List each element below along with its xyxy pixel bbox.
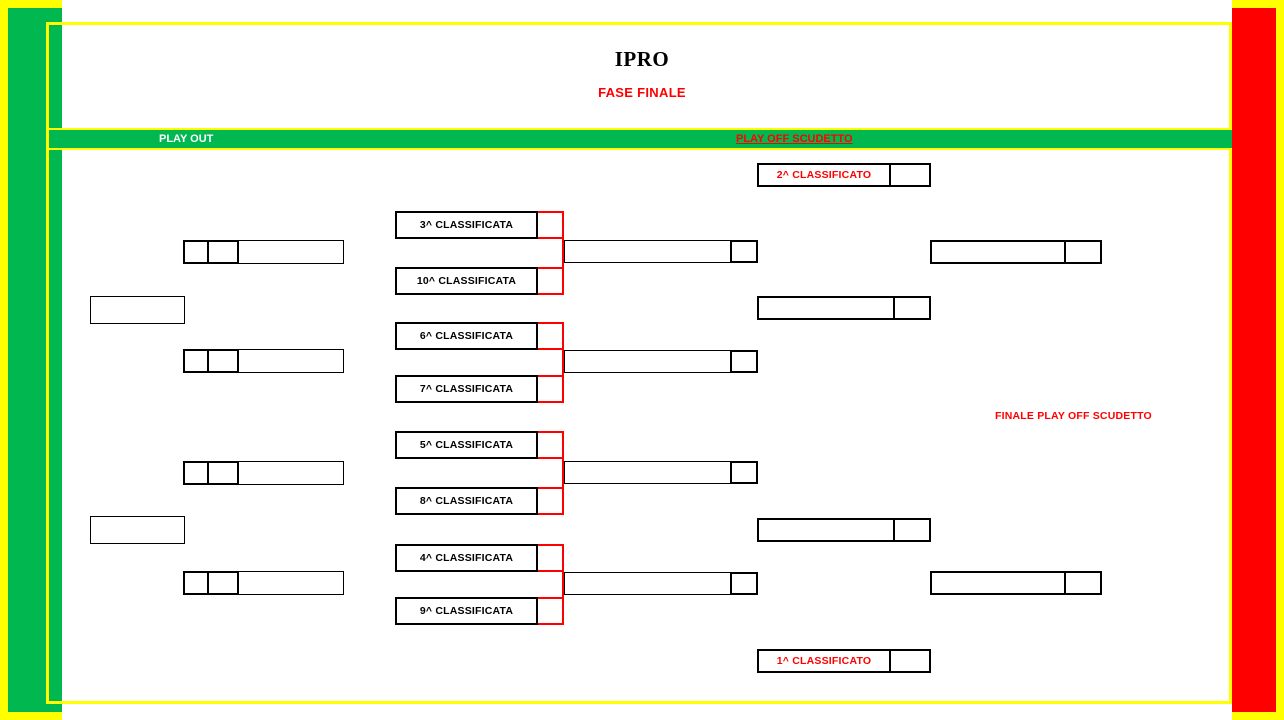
seed-label: 5^ CLASSIFICATA bbox=[395, 431, 538, 459]
playout-cell-a[interactable] bbox=[183, 571, 207, 595]
semifinal-team[interactable] bbox=[757, 518, 893, 542]
bracket-connector-red bbox=[562, 459, 564, 487]
quarter-result-team[interactable] bbox=[564, 461, 730, 484]
seed-row-4[interactable]: 7^ CLASSIFICATA bbox=[395, 375, 564, 403]
quarter-result-team[interactable] bbox=[564, 350, 730, 373]
first-place-box[interactable]: 1^ CLASSIFICATO bbox=[757, 649, 931, 673]
playout-team[interactable] bbox=[239, 349, 344, 373]
seed-score[interactable] bbox=[538, 431, 564, 459]
final-team[interactable] bbox=[930, 240, 1064, 264]
quarter-result-score[interactable] bbox=[730, 461, 758, 484]
playout-match-3[interactable] bbox=[183, 461, 344, 485]
playout-match-4[interactable] bbox=[183, 571, 344, 595]
semifinal-score[interactable] bbox=[893, 296, 931, 320]
finale-playoff-label: FINALE PLAY OFF SCUDETTO bbox=[995, 410, 1152, 422]
inner-yellow-border bbox=[46, 22, 1232, 704]
quarter-result-team[interactable] bbox=[564, 240, 730, 263]
quarter-result-2[interactable] bbox=[564, 350, 758, 373]
seed-row-3[interactable]: 6^ CLASSIFICATA bbox=[395, 322, 564, 350]
bracket-connector-red bbox=[562, 572, 564, 597]
seed-row-5[interactable]: 5^ CLASSIFICATA bbox=[395, 431, 564, 459]
second-place-box[interactable]: 2^ CLASSIFICATO bbox=[757, 163, 931, 187]
seed-label: 4^ CLASSIFICATA bbox=[395, 544, 538, 572]
playout-match-1[interactable] bbox=[183, 240, 344, 264]
playout-team[interactable] bbox=[239, 461, 344, 485]
second-place-label: 2^ CLASSIFICATO bbox=[757, 163, 889, 187]
final-result-1[interactable] bbox=[930, 240, 1102, 264]
playout-cell-b[interactable] bbox=[207, 571, 239, 595]
playout-standalone-1[interactable] bbox=[90, 296, 185, 324]
semifinal-score[interactable] bbox=[893, 518, 931, 542]
playout-cell-a[interactable] bbox=[183, 461, 207, 485]
playout-team[interactable] bbox=[239, 571, 344, 595]
playout-cell-b[interactable] bbox=[207, 461, 239, 485]
first-place-label: 1^ CLASSIFICATO bbox=[757, 649, 889, 673]
quarter-result-score[interactable] bbox=[730, 350, 758, 373]
quarter-result-score[interactable] bbox=[730, 572, 758, 595]
seed-label: 9^ CLASSIFICATA bbox=[395, 597, 538, 625]
section-bar: PLAY OUT PLAY OFF SCUDETTO bbox=[49, 128, 1232, 150]
first-place-score[interactable] bbox=[889, 649, 931, 673]
playout-cell-a[interactable] bbox=[183, 240, 207, 264]
playout-team[interactable] bbox=[239, 240, 344, 264]
bracket-connector-red bbox=[562, 350, 564, 375]
flag-green-band bbox=[8, 8, 62, 712]
seed-score[interactable] bbox=[538, 375, 564, 403]
final-team[interactable] bbox=[930, 571, 1064, 595]
seed-score[interactable] bbox=[538, 544, 564, 572]
final-score[interactable] bbox=[1064, 571, 1102, 595]
quarter-result-3[interactable] bbox=[564, 461, 758, 484]
seed-label: 3^ CLASSIFICATA bbox=[395, 211, 538, 239]
seed-row-6[interactable]: 8^ CLASSIFICATA bbox=[395, 487, 564, 515]
seed-score[interactable] bbox=[538, 211, 564, 239]
final-result-2[interactable] bbox=[930, 571, 1102, 595]
bracket-connector-red bbox=[562, 239, 564, 267]
seed-score[interactable] bbox=[538, 322, 564, 350]
seed-label: 10^ CLASSIFICATA bbox=[395, 267, 538, 295]
seed-label: 7^ CLASSIFICATA bbox=[395, 375, 538, 403]
quarter-result-score[interactable] bbox=[730, 240, 758, 263]
section-label-playout: PLAY OUT bbox=[159, 133, 214, 145]
playout-cell-b[interactable] bbox=[207, 240, 239, 264]
second-place-score[interactable] bbox=[889, 163, 931, 187]
page-title: IPRO bbox=[614, 47, 670, 71]
seed-score[interactable] bbox=[538, 487, 564, 515]
seed-score[interactable] bbox=[538, 267, 564, 295]
playout-cell-a[interactable] bbox=[183, 349, 207, 373]
flag-red-band bbox=[1232, 8, 1276, 712]
playout-cell-b[interactable] bbox=[207, 349, 239, 373]
playout-standalone-2[interactable] bbox=[90, 516, 185, 544]
seed-row-8[interactable]: 9^ CLASSIFICATA bbox=[395, 597, 564, 625]
seed-row-7[interactable]: 4^ CLASSIFICATA bbox=[395, 544, 564, 572]
seed-row-1[interactable]: 3^ CLASSIFICATA bbox=[395, 211, 564, 239]
section-label-playoff-scudetto: PLAY OFF SCUDETTO bbox=[736, 133, 853, 145]
quarter-result-1[interactable] bbox=[564, 240, 758, 263]
playout-match-2[interactable] bbox=[183, 349, 344, 373]
quarter-result-team[interactable] bbox=[564, 572, 730, 595]
final-score[interactable] bbox=[1064, 240, 1102, 264]
seed-label: 8^ CLASSIFICATA bbox=[395, 487, 538, 515]
semifinal-result-2[interactable] bbox=[757, 518, 931, 542]
seed-label: 6^ CLASSIFICATA bbox=[395, 322, 538, 350]
semifinal-team[interactable] bbox=[757, 296, 893, 320]
semifinal-result-1[interactable] bbox=[757, 296, 931, 320]
quarter-result-4[interactable] bbox=[564, 572, 758, 595]
seed-score[interactable] bbox=[538, 597, 564, 625]
page-subtitle: FASE FINALE bbox=[598, 85, 686, 100]
seed-row-2[interactable]: 10^ CLASSIFICATA bbox=[395, 267, 564, 295]
